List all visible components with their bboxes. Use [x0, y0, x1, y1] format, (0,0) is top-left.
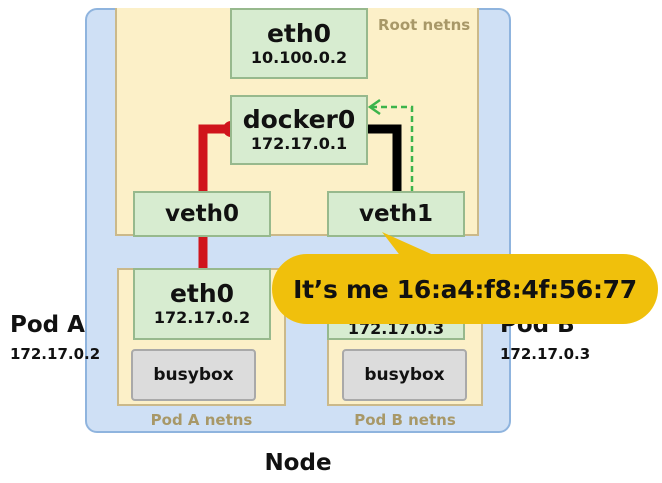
- pod-a-busybox-container: busybox: [131, 349, 256, 401]
- arp-reply-arrowhead: [367, 98, 381, 116]
- host-eth0-ip: 10.100.0.2: [250, 47, 348, 67]
- docker0-name: docker0: [242, 105, 356, 134]
- pod-b-busybox-container: busybox: [342, 349, 467, 401]
- veth0-interface: veth0: [133, 191, 271, 237]
- veth0-name: veth0: [165, 201, 239, 227]
- pod-b-netns-label: Pod B netns: [354, 411, 456, 429]
- pod-a-ip: 172.17.0.2: [10, 345, 101, 363]
- pod-b-ip: 172.17.0.3: [500, 345, 591, 363]
- veth1-docker0-link: [368, 124, 402, 192]
- pod-a-eth0-interface: eth0 172.17.0.2: [133, 268, 271, 340]
- callout-text: It’s me 16:a4:f8:4f:56:77: [293, 274, 637, 304]
- veth1-interface: veth1: [327, 191, 465, 237]
- node-label: Node: [264, 450, 332, 476]
- pod-a-eth0-ip: 172.17.0.2: [153, 308, 251, 327]
- root-netns-label: Root netns: [378, 16, 471, 34]
- veth1-name: veth1: [359, 201, 433, 227]
- host-eth0-interface: eth0 10.100.0.2: [230, 8, 368, 79]
- docker0-ip: 172.17.0.1: [250, 134, 348, 153]
- host-eth0-name: eth0: [266, 18, 332, 48]
- pod-a-eth0-name: eth0: [169, 279, 235, 308]
- docker0-bridge: docker0 172.17.0.1: [230, 95, 368, 165]
- pod-a-netns-label: Pod A netns: [150, 411, 253, 429]
- arp-reply-arrow: [372, 105, 414, 192]
- callout-body: [272, 254, 658, 324]
- pod-a-title: Pod A: [10, 312, 85, 338]
- veth0-docker0-link: [198, 124, 231, 192]
